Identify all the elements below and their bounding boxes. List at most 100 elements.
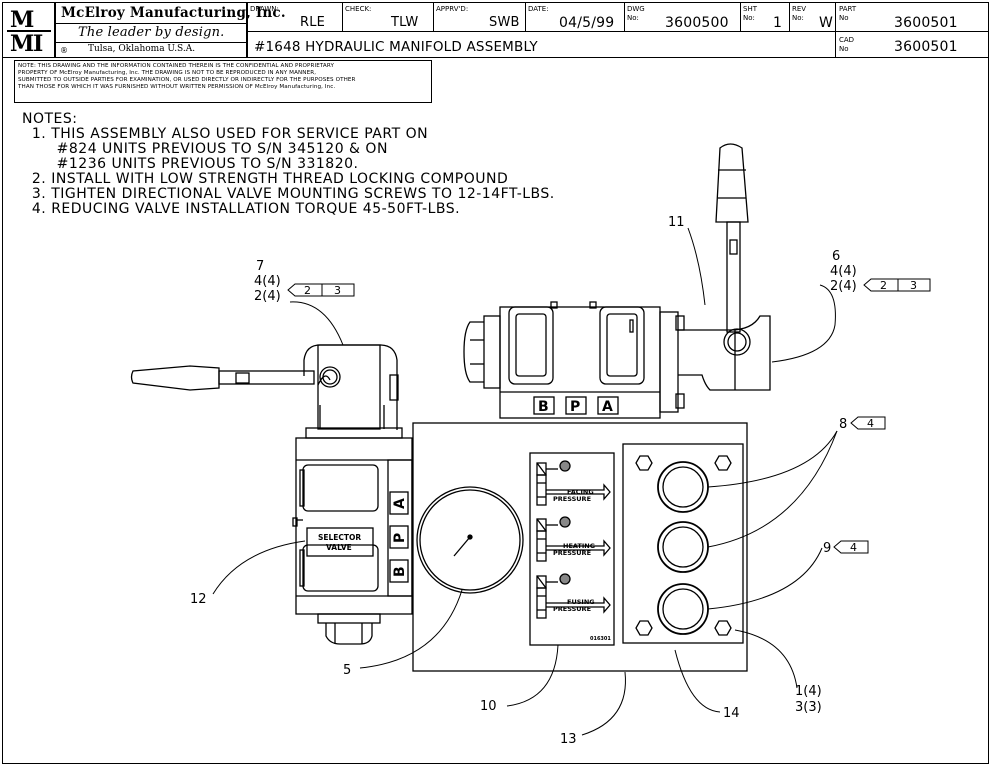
- note-line: 3. TIGHTEN DIRECTIONAL VALVE MOUNTING SC…: [22, 186, 555, 202]
- svg-text:M: M: [10, 31, 34, 57]
- rev-no-label: No:: [792, 14, 804, 22]
- hex-bolt-icon: [714, 455, 732, 471]
- pressure-label-panel: [529, 452, 615, 646]
- apprvd-value: SWB: [489, 15, 520, 30]
- manifold-base-plate: [412, 422, 748, 672]
- port-a-label: A: [602, 399, 613, 415]
- heating-pressure-label: PRESSURE: [553, 549, 591, 557]
- callout-7: 7: [256, 259, 264, 274]
- callout-12: 12: [190, 592, 207, 607]
- company-name: McElroy Manufacturing, Inc.: [61, 5, 286, 21]
- callout-3: 3(3): [795, 700, 822, 715]
- fusing-label: FUSING: [567, 598, 595, 606]
- svg-text:M: M: [10, 7, 34, 33]
- note-flag-2-text: 2: [304, 284, 311, 297]
- dwg-value: 3600500: [665, 15, 729, 31]
- callout-6: 6: [832, 249, 840, 264]
- logo-box: M M I: [2, 2, 55, 58]
- callout-1: 1(4): [795, 684, 822, 699]
- rev-label: REV: [792, 5, 807, 13]
- note-flag-3: [897, 278, 931, 292]
- notes-heading: NOTES:: [22, 111, 78, 127]
- hex-bolt-icon: [714, 620, 732, 636]
- sht-no-label: No:: [743, 14, 755, 22]
- note-line: 2. INSTALL WITH LOW STRENGTH THREAD LOCK…: [22, 171, 509, 187]
- note-flag-4-text: 4: [850, 541, 857, 554]
- check-label: CHECK:: [345, 5, 372, 13]
- callouts: 7 4(4) 2(4) 6 4(4) 2(4) 11 8 9 12 5 10 1…: [190, 215, 857, 747]
- leader-12: [212, 540, 306, 595]
- selector-label-line1: SELECTOR: [318, 533, 361, 542]
- facing-pressure-label: PRESSURE: [553, 495, 591, 503]
- note-flag-4-text: 4: [867, 417, 874, 430]
- leader-14: [674, 649, 721, 713]
- leader-8a: [707, 430, 838, 488]
- sht-label: SHT: [743, 5, 757, 13]
- port-p-label: P: [392, 533, 408, 543]
- date-label: DATE:: [528, 5, 549, 13]
- rev-value: W: [819, 15, 834, 31]
- facing-valve-icon: [536, 460, 611, 506]
- facing-label: FACING: [567, 488, 594, 496]
- cad-label: CAD: [839, 36, 855, 44]
- callout-7-qty-b: 2(4): [254, 289, 281, 304]
- leader-8b: [707, 430, 838, 548]
- leader-lines: [212, 227, 838, 736]
- note-flags: [287, 278, 931, 554]
- callout-10: 10: [480, 699, 497, 714]
- heating-label: HEATING: [563, 542, 595, 550]
- leader-10: [506, 644, 559, 707]
- fusing-valve-icon: [536, 573, 611, 619]
- callout-11: 11: [668, 215, 685, 230]
- registered-mark: ®: [60, 46, 68, 55]
- leader-9: [707, 547, 823, 610]
- directional-valve: [463, 143, 771, 419]
- company-location: Tulsa, Oklahoma U.S.A.: [88, 44, 196, 54]
- callout-14: 14: [723, 706, 740, 721]
- note-flag-4: [850, 416, 886, 430]
- assembly-notes: NOTES: 1. THIS ASSEMBLY ALSO USED FOR SE…: [22, 112, 555, 217]
- note-flag-2-text: 2: [880, 279, 887, 292]
- sht-value: 1: [773, 15, 783, 31]
- port-a-label: A: [392, 498, 408, 509]
- note-line: #1236 UNITS PREVIOUS TO S/N 331820.: [22, 156, 359, 172]
- selector-label-line2: VALVE: [326, 543, 352, 552]
- callout-7-qty-a: 4(4): [254, 274, 281, 289]
- dwg-label: DWG: [627, 5, 645, 13]
- note-line: 1. THIS ASSEMBLY ALSO USED FOR SERVICE P…: [22, 126, 429, 142]
- confidential-note: NOTE: THIS DRAWING AND THE INFORMATION C…: [14, 60, 432, 103]
- callout-13: 13: [560, 732, 577, 747]
- confidential-line: NOTE: THIS DRAWING AND THE INFORMATION C…: [18, 63, 334, 69]
- svg-text:I: I: [33, 31, 43, 57]
- fusing-pressure-label: PRESSURE: [553, 605, 591, 613]
- note-flag-4: [833, 540, 869, 554]
- note-flag-3-text: 3: [334, 284, 341, 297]
- company-tagline: The leader by design.: [78, 25, 225, 40]
- note-flag-3: [321, 283, 355, 297]
- leader-1-3: [734, 629, 798, 689]
- port-p-label: P: [570, 399, 580, 415]
- port-b-label: B: [392, 566, 408, 577]
- pressure-gauge: [416, 486, 524, 594]
- dwg-no-label: No:: [627, 14, 639, 22]
- note-line: #824 UNITS PREVIOUS TO S/N 345120 & ON: [22, 141, 388, 157]
- cad-cell: CAD No 3600501: [835, 31, 989, 58]
- panel-code: 016301: [590, 636, 611, 642]
- date-value: 04/5/99: [559, 15, 615, 31]
- port-b-label: B: [538, 399, 549, 415]
- part-value: 3600501: [894, 15, 958, 31]
- callout-9: 9: [823, 541, 831, 556]
- check-value: TLW: [391, 15, 419, 30]
- confidential-line: SUBMITTED TO OUTSIDE PARTIES FOR EXAMINA…: [18, 77, 356, 83]
- callout-8: 8: [839, 417, 847, 432]
- callout-6-qty-b: 2(4): [830, 279, 857, 294]
- cad-value: 3600501: [894, 39, 958, 55]
- callout-6-qty-a: 4(4): [830, 264, 857, 279]
- confidential-line: PROPERTY OF McElroy Manufacturing, Inc. …: [18, 70, 317, 76]
- part-label: PART: [839, 5, 857, 13]
- confidential-line: THAN THOSE FOR WHICH IT WAS FURNISHED WI…: [18, 84, 336, 90]
- cad-no-label: No: [839, 45, 849, 53]
- heating-valve-icon: [536, 516, 611, 562]
- note-flag-text: 2 3 2 3 4 4: [304, 279, 917, 554]
